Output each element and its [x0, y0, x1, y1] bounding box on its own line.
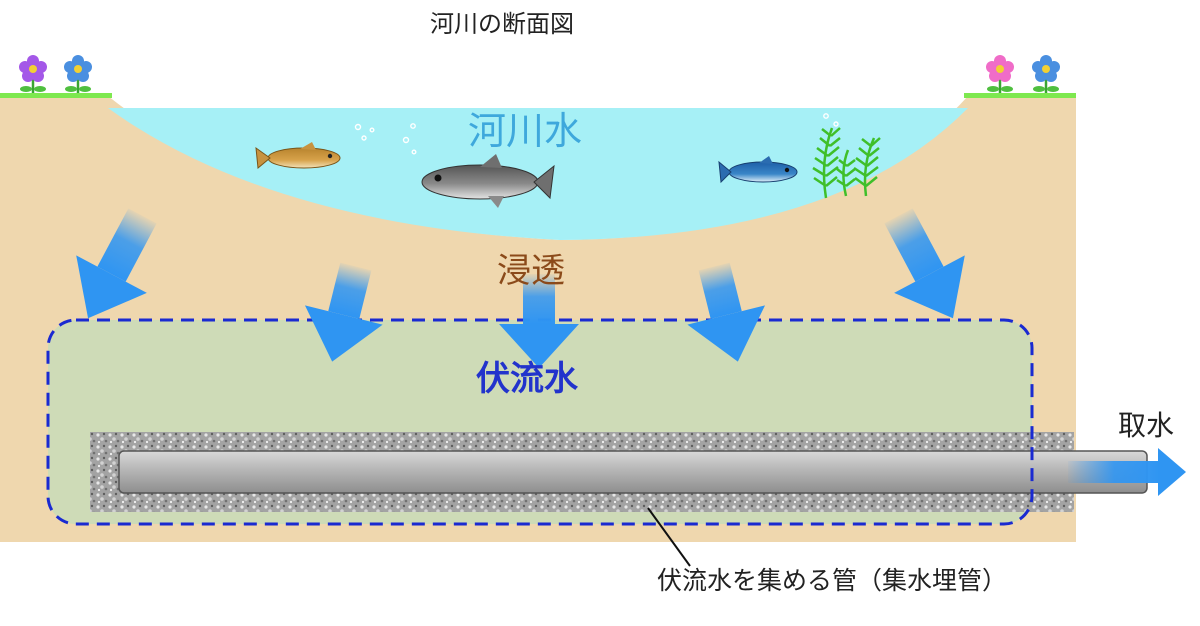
grass-left — [0, 93, 112, 98]
diagram-title: 河川の断面図 — [430, 10, 574, 38]
flow-arrow-icon — [884, 208, 965, 319]
fish-icon — [718, 156, 798, 184]
fish-icon — [421, 154, 555, 208]
river-water — [108, 108, 968, 240]
fish-icon — [255, 142, 341, 169]
flower-icon — [64, 55, 92, 93]
flow-arrow-icon — [499, 274, 579, 368]
intake-arrow-icon — [1068, 448, 1186, 496]
collector-pipe — [118, 450, 1148, 494]
river-water-label: 河川水 — [468, 109, 583, 153]
flower-icon — [19, 55, 47, 93]
caption-pointer-line — [647, 507, 691, 567]
flower-icon — [1032, 55, 1060, 93]
grass-right — [964, 93, 1076, 98]
pipe-caption: 伏流水を集める管（集水埋管） — [657, 566, 1008, 595]
intake-label: 取水 — [1118, 409, 1175, 442]
infiltration-label: 浸透 — [497, 251, 565, 291]
flow-arrow-icon — [76, 208, 157, 319]
flower-icon — [986, 55, 1014, 93]
flow-arrow-icon — [304, 262, 383, 362]
water-plant-icon — [812, 127, 881, 199]
flow-arrow-icon — [687, 262, 766, 362]
groundwater-label: 伏流水 — [476, 359, 578, 399]
